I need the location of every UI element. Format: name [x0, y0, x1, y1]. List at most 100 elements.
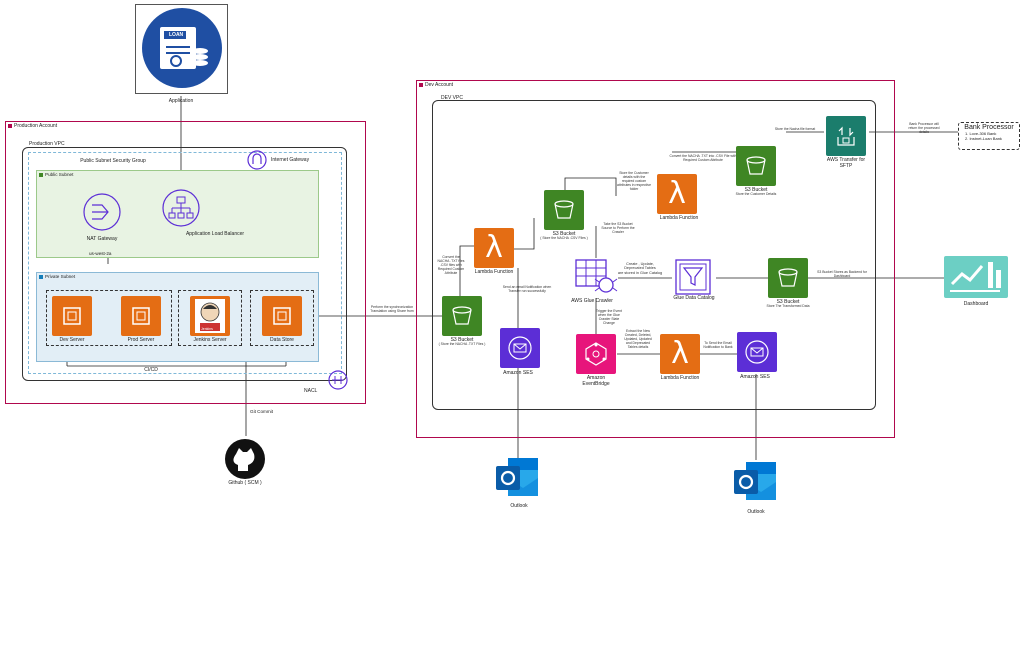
nat-gateway-label: NAT Gateway: [86, 236, 118, 242]
glue-data-catalog-icon[interactable]: [672, 258, 716, 298]
dev-account: Dev Account: [416, 80, 895, 438]
load-balancer-label: Application Load Balancer: [185, 231, 245, 237]
eventbridge-tile[interactable]: [576, 334, 616, 374]
loan-document-icon: [142, 8, 222, 88]
s3-bucket-icon: [746, 156, 766, 175]
eventbridge-label: Amazon EventBridge: [582, 375, 610, 387]
glue-crawler-label: AWS Glue Crawler: [571, 298, 613, 304]
ses2-tile[interactable]: [737, 332, 777, 372]
cicd-label: CI/CD: [143, 367, 159, 373]
prod-server-tile[interactable]: [121, 296, 161, 336]
load-balancer-icon: [162, 189, 200, 227]
lambda-icon: λ: [671, 336, 689, 371]
lambda2-top-note: Convert the NACHA .TXT into .CSV File wi…: [669, 154, 737, 162]
glue-crawler-note: Create , Update, Deprecated Tables are s…: [617, 262, 663, 275]
ses2-note: To Send the Email Notification to Bank: [703, 341, 733, 349]
s3-csv-sub: ( Store the NACHA .CSV Files ): [540, 236, 588, 240]
jenkins-frame: [178, 290, 242, 346]
transfer-note: Perform the synchronization Translation …: [370, 305, 414, 313]
ec2-instance-icon: [63, 307, 81, 325]
s3-raw-tile[interactable]: [442, 296, 482, 336]
eventbridge-note: Trigger the Event when the Glue Crawler …: [596, 309, 622, 325]
security-group-label: Public Subnet Security Group: [80, 158, 146, 164]
bank-note: Bank Processor will return the processed…: [908, 122, 940, 134]
dashboard-tile[interactable]: [944, 256, 1008, 298]
ses1-note: Send an email Notification when Transfer…: [502, 285, 552, 293]
sftp-label: AWS Transfer for SFTP: [826, 157, 866, 169]
dev-server-tile[interactable]: [52, 296, 92, 336]
bank-processor-box: Bank Processor 1. Love-306 Bank 2. Instn…: [958, 122, 1020, 150]
bank-processor-title: Bank Processor: [964, 124, 1014, 131]
s3-bucket-icon: [554, 200, 574, 219]
data-store-label: Data Store: [270, 337, 294, 343]
lambda3-label: Lambda Function: [660, 375, 700, 381]
outlook1-label: Outlook: [510, 503, 528, 509]
transfer-sftp-icon: [837, 126, 855, 146]
github-label: Github ( SCM ): [228, 480, 262, 486]
s3-csv-label: S3 Bucket: [552, 231, 576, 237]
private-subnet-label: Private Subnet: [39, 274, 75, 279]
dashboard-chart-icon: [950, 262, 1001, 292]
lambda2-note: Store the Customer details with the requ…: [617, 171, 651, 191]
availability-zone-label: us-west-2a: [89, 251, 112, 256]
data-store-tile[interactable]: [262, 296, 302, 336]
s3-customer-label: S3 Bucket: [744, 187, 768, 193]
s3-final-sub: Store The Transformed Data: [766, 304, 810, 308]
bank-item-2: 2. Instnet-Loan Bank: [965, 136, 1002, 141]
nat-gateway-icon: [83, 193, 121, 231]
production-vpc: Production VPC: [22, 141, 347, 381]
lambda-icon: λ: [668, 176, 686, 211]
production-account-label: Production Account: [8, 123, 57, 129]
lambda2-label: Lambda Function: [659, 215, 699, 221]
s3-final-label: S3 Bucket: [776, 299, 800, 305]
ec2-instance-icon: [273, 307, 291, 325]
lambda2-tile[interactable]: λ: [657, 174, 697, 214]
outlook2-label: Outlook: [747, 509, 765, 515]
ses1-tile[interactable]: [500, 328, 540, 368]
dev-server-label: Dev Server: [59, 337, 85, 343]
email-icon: [745, 340, 769, 364]
github-icon[interactable]: [224, 438, 266, 480]
sftp-tile[interactable]: [826, 116, 866, 156]
jenkins-badge: Jenkins: [201, 327, 213, 331]
ses2-label: Amazon SES: [740, 374, 770, 380]
glue-crawler-icon[interactable]: [574, 258, 618, 298]
prod-server-label: Prod Server: [127, 337, 155, 343]
s3-final-tile[interactable]: [768, 258, 808, 298]
server-group-frame: [46, 290, 172, 346]
s3-raw-sub: ( Store the NACHA .TXT Files ): [438, 342, 486, 346]
outlook-icon[interactable]: [494, 456, 540, 500]
lambda3-tile[interactable]: λ: [660, 334, 700, 374]
jenkins-server-label: Jenkins Server: [193, 337, 227, 343]
dev-vpc-label: DEV VPC: [441, 95, 463, 101]
eventbridge-icon: [585, 342, 607, 366]
s3-bucket-icon: [778, 268, 798, 287]
public-subnet: Public Subnet: [36, 170, 319, 258]
dashboard-note: S3 Bucket Stores as Backend for Dashboar…: [817, 270, 867, 278]
public-subnet-security-group: [28, 152, 342, 374]
data-store-frame: [250, 290, 314, 346]
dev-account-label: Dev Account: [419, 82, 453, 88]
s3-raw-label: S3 Bucket: [450, 337, 474, 343]
sftp-note: Store the Nacha file format: [774, 127, 816, 131]
public-subnet-label: Public Subnet: [39, 172, 73, 177]
outlook-icon[interactable]: [732, 460, 778, 504]
nacl-icon: [328, 370, 348, 390]
git-commit-label: Git Commit: [250, 409, 273, 414]
internet-gateway-icon: [247, 150, 267, 170]
lambda3-note: Extract the New Created, Deleted, Update…: [624, 329, 652, 349]
lambda1-label: Lambda Function: [474, 269, 514, 275]
dashboard-label: Dashboard: [963, 301, 989, 307]
s3-csv-tile[interactable]: [544, 190, 584, 230]
bank-item-1: 1. Love-306 Bank: [965, 131, 997, 136]
application-frame: LOAN: [135, 4, 228, 94]
nacl-label: NACL: [304, 388, 318, 394]
lambda1-tile[interactable]: λ: [474, 228, 514, 268]
lambda1-note: Convert the NACHA .TXT files .CSV files …: [437, 255, 465, 275]
jenkins-server-tile[interactable]: Jenkins: [190, 296, 230, 336]
s3-customer-tile[interactable]: [736, 146, 776, 186]
s3-customer-sub: Store the Customer Details: [735, 192, 777, 196]
application-label: Application: [168, 98, 194, 104]
lambda-icon: λ: [485, 230, 503, 265]
production-vpc-label: Production VPC: [29, 141, 65, 147]
